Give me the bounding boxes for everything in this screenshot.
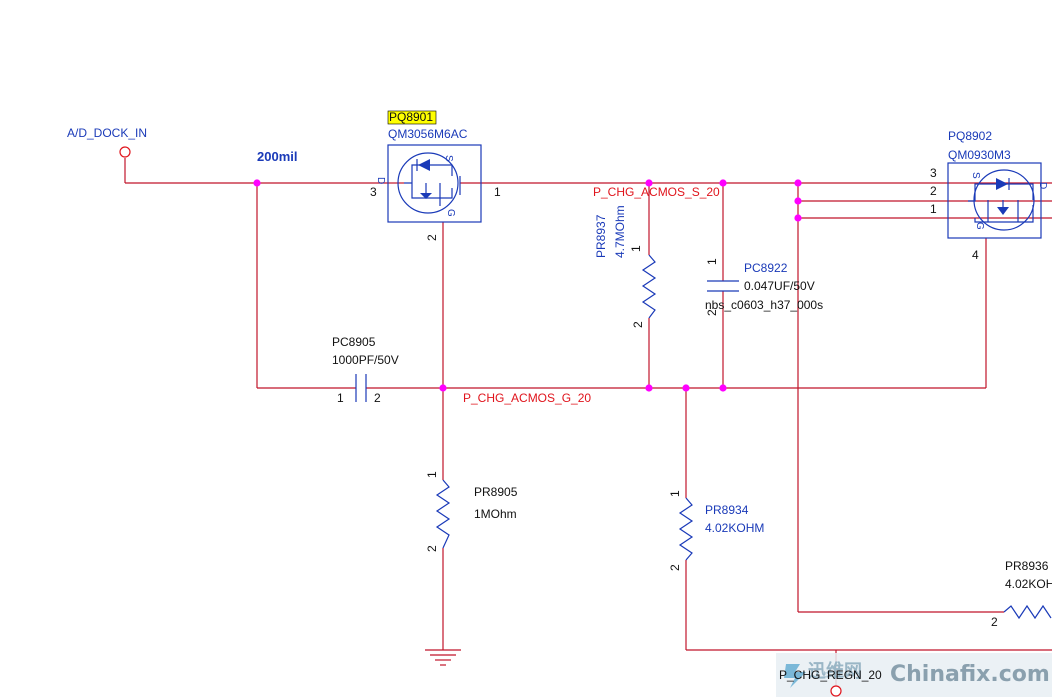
- pr8934-ref: PR8934: [705, 503, 749, 517]
- pc8905-value: 1000PF/50V: [332, 353, 399, 367]
- junction-dot: [794, 214, 802, 222]
- pc8905-ref: PC8905: [332, 335, 376, 349]
- pr8934-resistor[interactable]: PR8934 4.02KOHM 1 2: [668, 490, 764, 571]
- pin-d-label: D: [1037, 182, 1048, 189]
- port-dock-in[interactable]: A/D_DOCK_IN: [67, 126, 147, 158]
- net-label-dock-in: A/D_DOCK_IN: [67, 126, 147, 140]
- watermark: 迅维网 Chinafix.com: [776, 653, 1052, 697]
- junction-dot: [645, 179, 653, 187]
- pin-number: 4: [972, 248, 979, 262]
- pq8901-body: [387, 144, 482, 223]
- junction-dot: [794, 179, 802, 187]
- port-circle-icon: [830, 685, 842, 697]
- pr8936-resistor[interactable]: PR8936 4.02KOHM 2: [991, 559, 1052, 629]
- pin-number: 3: [930, 166, 937, 180]
- pc8922-footprint: nbs_c0603_h37_000s: [705, 298, 823, 312]
- pq8901-mosfet[interactable]: PQ8901 QM3056M6AC D G S 3 1 2: [370, 110, 501, 241]
- pin-s-label: S: [443, 155, 454, 162]
- junction-dot: [253, 179, 261, 187]
- junction-dot: [719, 384, 727, 392]
- pin-number: 1: [629, 245, 643, 252]
- pq8902-value: QM0930M3: [948, 148, 1011, 162]
- pin-d-label: D: [375, 177, 386, 184]
- arrow-icon: [420, 193, 432, 199]
- arrow-icon: [997, 207, 1009, 215]
- pq8902-mosfet[interactable]: PQ8902 QM0930M3 3 2 1 4 D S G: [930, 129, 1048, 262]
- mosfet-channel: [404, 164, 453, 199]
- resistor-zigzag-icon: [1003, 604, 1052, 620]
- body-diode-icon: [418, 159, 430, 171]
- watermark-band: [776, 653, 1052, 697]
- pin-s-label: S: [970, 172, 981, 179]
- pq8901-ref: PQ8901: [389, 110, 433, 124]
- pin-number: 2: [425, 545, 439, 552]
- pr8936-ref: PR8936: [1005, 559, 1049, 573]
- pc8922-value: 0.047UF/50V: [744, 279, 815, 293]
- pin-number: 2: [705, 309, 719, 316]
- pin-number: 1: [494, 185, 501, 199]
- pin-number: 3: [370, 185, 377, 199]
- pr8934-value: 4.02KOHM: [705, 521, 764, 535]
- pin-number: 1: [668, 490, 682, 497]
- logo-icon: [784, 664, 806, 688]
- mosfet-channel: [968, 183, 1034, 223]
- watermark-en: Chinafix.com: [890, 662, 1050, 687]
- junction-dot: [645, 384, 653, 392]
- junction-dot: [682, 384, 690, 392]
- pin-number: 1: [930, 202, 937, 216]
- port-circle-icon: [119, 146, 131, 158]
- pin-number: 1: [425, 471, 439, 478]
- junctions: [253, 179, 802, 392]
- pin-number: 2: [668, 564, 682, 571]
- pin-number: 2: [991, 615, 998, 629]
- junction-dot: [439, 384, 447, 392]
- net-label-acmos-g: P_CHG_ACMOS_G_20: [463, 391, 591, 405]
- junction-dot: [719, 179, 727, 187]
- resistor-zigzag-icon: [641, 254, 657, 319]
- pin-g-label: G: [974, 222, 985, 230]
- watermark-cn: 迅维网: [808, 660, 862, 682]
- pin-g-label: G: [445, 209, 456, 217]
- pq8902-body: [947, 162, 1042, 239]
- pr8905-resistor[interactable]: PR8905 1MOhm 1 2: [425, 471, 518, 552]
- ground-icon: [425, 649, 461, 666]
- pr8937-ref: PR8937: [594, 214, 608, 258]
- pq8902-ref: PQ8902: [948, 129, 992, 143]
- net-label-acmos-s: P_CHG_ACMOS_S_20: [593, 185, 720, 199]
- mosfet-circle-icon: [397, 152, 459, 214]
- pc8922-ref: PC8922: [744, 261, 788, 275]
- pin-number: 2: [374, 391, 381, 405]
- pin-number: 2: [930, 184, 937, 198]
- mosfet-circle-icon: [973, 169, 1035, 231]
- pr8905-value: 1MOhm: [474, 507, 517, 521]
- resistor-zigzag-icon: [435, 479, 451, 549]
- pin-number: 1: [337, 391, 344, 405]
- ref-highlight: [387, 110, 437, 125]
- pin-number: 1: [705, 258, 719, 265]
- pr8905-ref: PR8905: [474, 485, 518, 499]
- junction-dot: [794, 197, 802, 205]
- pr8937-resistor[interactable]: PR8937 4.7MOhm 1 2: [594, 205, 657, 328]
- net-label-regn[interactable]: P_CHG_REGN_20: [779, 668, 882, 682]
- resistor-zigzag-icon: [678, 497, 694, 561]
- pc8905-capacitor[interactable]: PC8905 1000PF/50V 1 2: [332, 335, 399, 405]
- pin-number: 2: [631, 321, 645, 328]
- pr8937-value: 4.7MOhm: [613, 205, 627, 258]
- body-diode-icon: [996, 178, 1008, 190]
- trace-width-note: 200mil: [257, 149, 297, 164]
- pin-number: 2: [425, 234, 439, 241]
- pc8922-capacitor[interactable]: PC8922 0.047UF/50V nbs_c0603_h37_000s 1 …: [705, 258, 823, 316]
- pr8936-value: 4.02KOHM: [1005, 577, 1052, 591]
- wires: [124, 158, 1052, 690]
- pq8901-value: QM3056M6AC: [388, 127, 468, 141]
